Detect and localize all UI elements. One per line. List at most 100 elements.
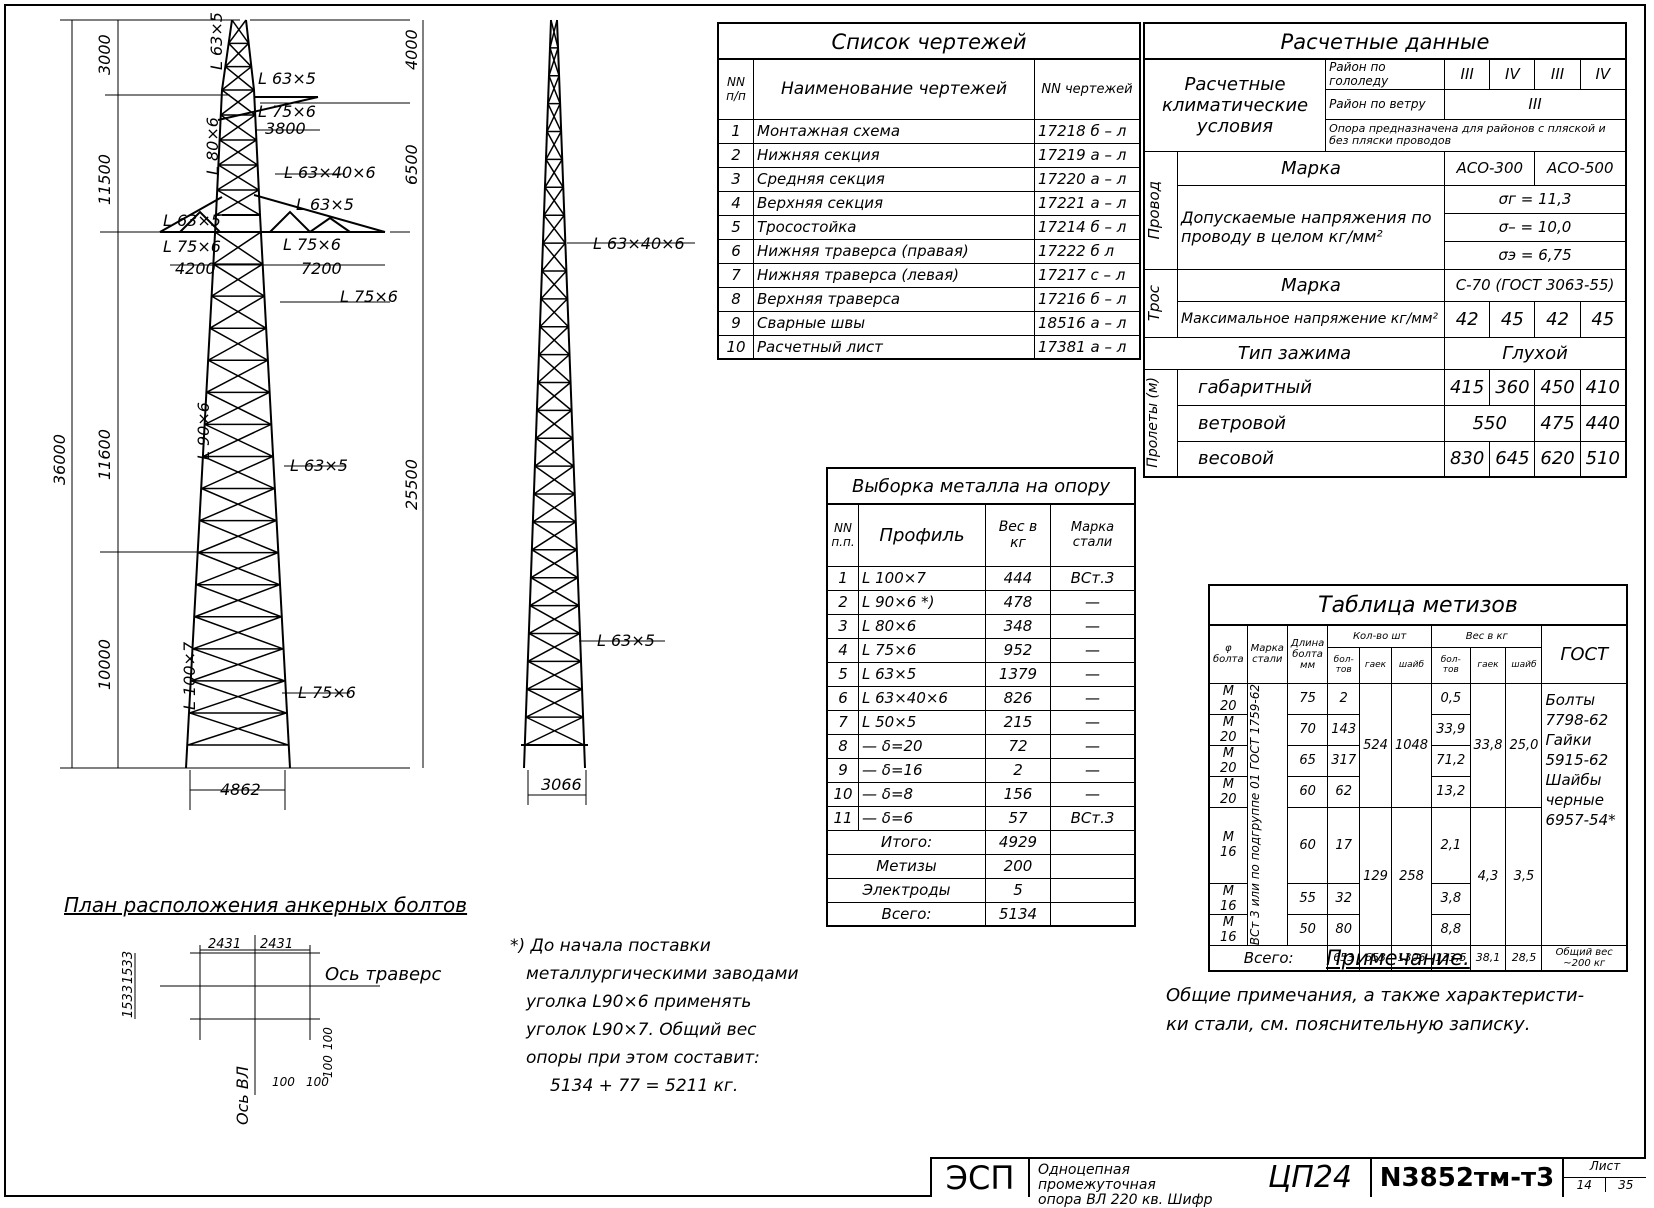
metal-weight: 348	[985, 613, 1051, 639]
tower-dim-11600: 11600	[95, 429, 114, 480]
lattice-brace	[534, 437, 575, 467]
hw-w: 0,5	[1431, 682, 1471, 715]
footnote-line: уголок L90×7. Общий вес	[526, 1020, 757, 1040]
drawing-code: 17214 б – л	[1034, 214, 1141, 240]
metal-steel: —	[1050, 613, 1136, 639]
drawing-num: 1	[717, 118, 754, 144]
stress-val: σэ = 6,75	[1444, 240, 1627, 270]
wire-label-cell: Провод	[1143, 150, 1178, 270]
hw-m20-wn: 33,8	[1469, 682, 1507, 808]
metal-num: 8	[826, 733, 859, 759]
hw-gost-line: Гайки	[1545, 730, 1592, 749]
metal-weight: 57	[985, 805, 1051, 831]
drawing-name: Нижняя секция	[753, 142, 1035, 168]
drawing-num: 9	[717, 310, 754, 336]
tower-dim-36000: 36000	[50, 434, 69, 485]
hw-h-len: Длина болта мм	[1286, 624, 1329, 684]
weight-span-val: 830	[1444, 440, 1491, 478]
metal-electrodes-label: Электроды	[826, 877, 986, 903]
hw-len: 75	[1286, 682, 1329, 715]
hw-gost-line: Шайбы	[1545, 770, 1602, 789]
lattice-brace	[212, 231, 264, 265]
cable-brand-label: Марка	[1176, 268, 1446, 302]
metal-num: 6	[826, 685, 859, 711]
metal-empty-cell	[1050, 829, 1136, 855]
lattice-brace	[228, 19, 250, 45]
tower-dim-3800: 3800	[265, 119, 306, 138]
hw-gost-line: 7798-62	[1545, 710, 1609, 729]
gabarit-val: 410	[1579, 368, 1627, 406]
weight-span-val: 510	[1579, 440, 1627, 478]
hw-gost-cell: Болты 7798-62 Гайки 5915-62 Шайбы черные…	[1541, 682, 1628, 946]
wind-region-label: Район по ветру	[1325, 88, 1446, 120]
hw-m16-nuts: 129	[1359, 806, 1392, 946]
hardware-title: Таблица метизов	[1208, 584, 1628, 624]
wind-region-val: III	[1444, 88, 1627, 120]
hw-m16-wash: 258	[1390, 806, 1433, 946]
drawing-num: 8	[717, 286, 754, 312]
anchor-dim-c: 1533	[121, 951, 136, 984]
hw-len: 60	[1286, 775, 1329, 808]
metal-num: 2	[826, 589, 859, 615]
lattice-brace	[196, 551, 280, 586]
metal-num: 9	[826, 757, 859, 783]
gabarit-val: 450	[1534, 368, 1581, 406]
hw-total-label: Всего:	[1208, 944, 1329, 972]
drawing-code: 17216 б – л	[1034, 286, 1141, 312]
drawing-num: 10	[717, 334, 754, 360]
tower-right-label-L63x40x6: L 63×40×6	[593, 234, 685, 253]
metal-grand: 5134	[985, 901, 1051, 927]
lattice-brace	[539, 298, 569, 328]
hw-qty: 80	[1327, 913, 1361, 946]
hw-h-w-wash: шайб	[1505, 646, 1543, 684]
lattice-brace	[531, 521, 578, 551]
lattice-brace	[540, 270, 568, 300]
lattice-brace	[219, 114, 257, 141]
hw-total: 1306	[1390, 944, 1433, 972]
lattice-brace	[545, 131, 563, 161]
lattice-brace	[204, 391, 272, 426]
hw-h-dia: φ болта	[1208, 624, 1248, 684]
drawing-num: 6	[717, 238, 754, 264]
wire-label: Провод	[1145, 180, 1163, 240]
footnote-line: 5134 + 77 = 5211 кг.	[550, 1076, 739, 1096]
drawing-num: 3	[717, 166, 754, 192]
max-stress-label: Максимальное напряжение кг/мм²	[1176, 300, 1446, 338]
drawings-list-table: NN п/п Наименование чертежей NN чертежей…	[717, 58, 1141, 360]
hw-qty: 17	[1327, 806, 1361, 884]
metal-steel: ВСт.3	[1050, 805, 1136, 831]
drawing-name: Средняя секция	[753, 166, 1035, 192]
hw-len: 50	[1286, 913, 1329, 946]
metal-num: 4	[826, 637, 859, 663]
lattice-brace	[527, 632, 582, 663]
wire-brand-2: АСО-500	[1534, 150, 1627, 186]
lattice-brace	[207, 327, 269, 361]
hw-len: 65	[1286, 744, 1329, 777]
lattice-brace	[524, 716, 585, 746]
lattice-brace	[549, 19, 559, 49]
tower-right-base-width: 3066	[541, 775, 582, 794]
lattice-brace	[538, 326, 570, 356]
metal-steel: —	[1050, 757, 1136, 783]
tower-dim-4200: 4200	[175, 259, 216, 278]
clamp-val: Глухой	[1444, 336, 1627, 370]
anchor-dim-d: 1533	[121, 985, 136, 1018]
weight-span-val: 620	[1534, 440, 1581, 478]
metal-hardware: 200	[985, 853, 1051, 879]
tower-dim-6500: 6500	[402, 144, 421, 185]
metal-num: 1	[826, 565, 859, 591]
stress-val: σг = 11,3	[1444, 184, 1627, 214]
metal-steel: —	[1050, 637, 1136, 663]
tower-top-label-1: L 63×5	[207, 12, 226, 70]
ice-val: IV	[1579, 58, 1627, 90]
lattice-brace	[525, 688, 584, 718]
drawing-name: Расчетный лист	[753, 334, 1035, 360]
